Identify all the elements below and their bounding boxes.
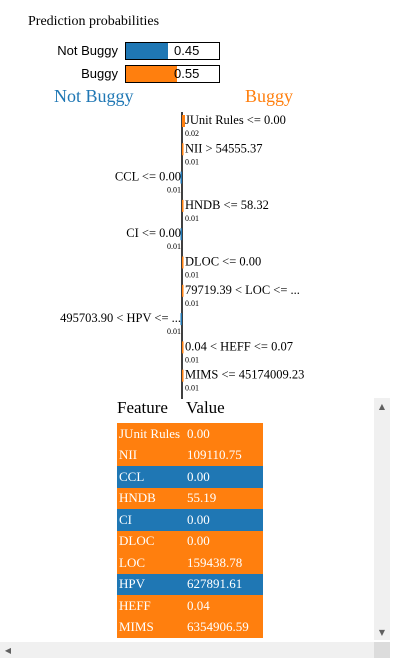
feature-weight-label: 0.01 — [167, 327, 181, 336]
prob-fill-not-buggy — [126, 43, 168, 59]
table-row: CI 0.00 — [117, 509, 263, 531]
feature-weight-label: 0.01 — [167, 186, 181, 195]
feature-value-cell: 109110.75 — [187, 447, 242, 463]
feature-value-cell: 159438.78 — [187, 554, 243, 570]
table-row: CCL 0.00 — [117, 466, 263, 488]
feature-value-cell: 0.00 — [187, 425, 210, 441]
scrollbar-corner — [374, 642, 390, 658]
feature-weight-label: 0.01 — [185, 271, 199, 280]
feature-bar — [182, 143, 184, 156]
prediction-title: Prediction probabilities — [28, 14, 160, 29]
feature-value-cell: 55.19 — [187, 490, 217, 506]
feature-name-cell: CI — [119, 511, 132, 527]
table-header-feature: Feature — [117, 398, 168, 417]
vertical-scrollbar[interactable]: ▲ ▼ — [374, 398, 390, 640]
feature-weight-label: 0.01 — [167, 242, 181, 251]
arrow-left-icon[interactable]: ◀ — [4, 645, 12, 655]
feature-label: NII > 54555.37 — [185, 141, 263, 155]
feature-name-cell: DLOC — [119, 533, 155, 549]
prob-label-buggy: Buggy — [81, 66, 118, 81]
table-row: MIMS 6354906.59 — [117, 616, 263, 638]
feature-label: CI <= 0.00 — [126, 226, 181, 240]
feature-value-cell: 0.00 — [187, 533, 210, 549]
feature-bar — [182, 369, 184, 382]
feature-label: JUnit Rules <= 0.00 — [185, 113, 286, 127]
feature-name-cell: HPV — [119, 576, 146, 592]
table-row: HPV 627891.61 — [117, 573, 263, 595]
arrow-down-icon[interactable]: ▼ — [378, 627, 386, 637]
table-row: DLOC 0.00 — [117, 530, 263, 552]
feature-weight-label: 0.01 — [185, 214, 199, 223]
feature-weight-label: 0.01 — [185, 355, 199, 364]
feature-name-cell: MIMS — [119, 619, 154, 635]
feature-value-cell: 627891.61 — [187, 576, 243, 592]
prob-bar-buggy: 0.55 — [125, 65, 220, 83]
feature-name-cell: JUnit Rules — [119, 425, 181, 441]
feature-value-cell: 6354906.59 — [187, 619, 249, 635]
feature-bar — [180, 313, 182, 326]
prob-row-buggy: Buggy 0.55 — [0, 65, 400, 83]
feature-bar — [182, 115, 185, 127]
feature-bar — [182, 284, 184, 297]
feature-bar — [180, 171, 182, 184]
feature-value-cell: 0.00 — [187, 468, 210, 484]
prob-value-buggy: 0.55 — [174, 66, 200, 81]
arrow-up-icon[interactable]: ▲ — [378, 401, 386, 411]
feature-name-cell: HNDB — [119, 490, 156, 506]
feature-bar — [182, 341, 184, 354]
feature-name-cell: CCL — [119, 468, 145, 484]
prob-bar-not-buggy: 0.45 — [125, 42, 220, 60]
feature-name-cell: LOC — [119, 554, 145, 570]
feature-label: 495703.90 < HPV <= ... — [60, 311, 181, 325]
table-header: Feature Value — [117, 398, 225, 418]
horizontal-scrollbar[interactable]: ◀ ▶ — [0, 642, 390, 658]
feature-weight-label: 0.01 — [185, 384, 199, 393]
feature-weight-label: 0.01 — [185, 157, 199, 166]
feature-label: HNDB <= 58.32 — [185, 198, 269, 212]
feature-bar — [182, 256, 184, 269]
table-row: HEFF 0.04 — [117, 595, 263, 617]
feature-label: CCL <= 0.00 — [115, 170, 181, 184]
feature-weight-label: 0.01 — [185, 299, 199, 308]
table-row: JUnit Rules 0.00 — [117, 423, 263, 445]
table-header-value: Value — [186, 398, 225, 417]
feature-weight-label: 0.02 — [185, 129, 199, 138]
class-header-not-buggy: Not Buggy — [54, 86, 134, 106]
feature-label: 79719.39 < LOC <= ... — [185, 283, 300, 297]
table-row: NII 109110.75 — [117, 444, 263, 466]
table-row: HNDB 55.19 — [117, 487, 263, 509]
prob-row-not-buggy: Not Buggy 0.45 — [0, 42, 400, 60]
table-row: LOC 159438.78 — [117, 552, 263, 574]
prob-value-not-buggy: 0.45 — [174, 43, 200, 58]
feature-value-cell: 0.00 — [187, 511, 210, 527]
prob-label-not-buggy: Not Buggy — [57, 43, 118, 58]
feature-bar — [180, 228, 182, 241]
feature-name-cell: HEFF — [119, 597, 151, 613]
prob-fill-buggy — [126, 66, 178, 82]
feature-name-cell: NII — [119, 447, 138, 463]
feature-value-cell: 0.04 — [187, 597, 210, 613]
class-header-buggy: Buggy — [245, 86, 294, 106]
feature-label: MIMS <= 45174009.23 — [185, 368, 304, 382]
feature-label: DLOC <= 0.00 — [185, 255, 261, 269]
feature-label: 0.04 < HEFF <= 0.07 — [185, 339, 293, 353]
feature-bar — [182, 199, 184, 212]
